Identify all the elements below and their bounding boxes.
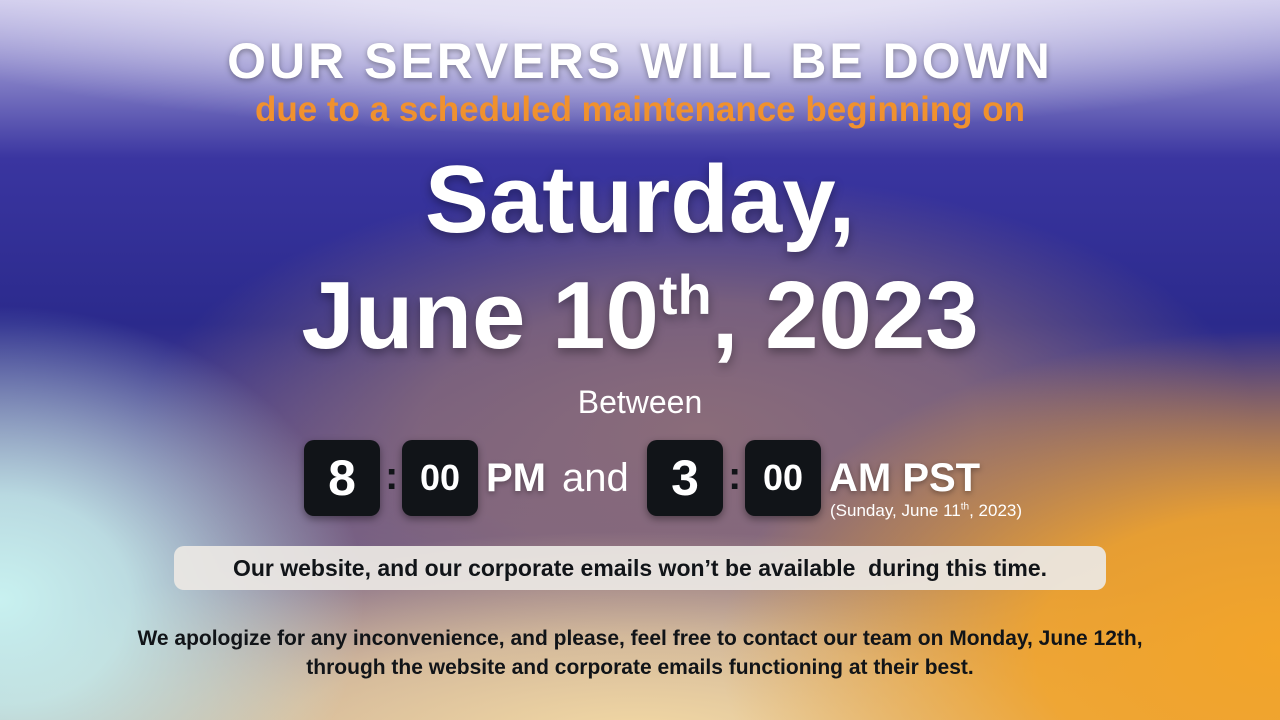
end-ampm-timezone: AM PST — [829, 456, 981, 500]
start-minute-box: 00 — [402, 440, 478, 516]
end-colon: : — [728, 454, 742, 498]
date-ordinal-suffix: th — [658, 263, 712, 326]
availability-notice: Our website, and our corporate emails wo… — [174, 546, 1106, 590]
end-minute-box: 00 — [745, 440, 821, 516]
end-date-note: (Sunday, June 11th, 2023) — [830, 502, 1022, 519]
date-month-day: June 10 — [301, 262, 659, 369]
apology-line-2: through the website and corporate emails… — [306, 656, 974, 679]
start-colon: : — [385, 454, 399, 498]
end-date-note-suffix: th — [960, 501, 970, 513]
end-date-note-text: (Sunday, June 11 — [830, 501, 961, 520]
date-weekday: Saturday, — [424, 146, 856, 253]
date-year: , 2023 — [711, 262, 979, 369]
subheadline: due to a scheduled maintenance beginning… — [254, 90, 1026, 129]
end-date-note-year: , 2023) — [969, 501, 1023, 520]
between-label: Between — [577, 384, 703, 420]
start-ampm: PM — [486, 456, 546, 500]
start-hour-box: 8 — [304, 440, 380, 516]
apology-message: We apologize for any inconvenience, and … — [0, 624, 1280, 682]
time-range: 8 : 00 PM and 3 : 00 AM PST (Sunday, Jun… — [0, 440, 1280, 519]
headline: OUR SERVERS WILL BE DOWN — [227, 33, 1053, 89]
end-hour-box: 3 — [647, 440, 723, 516]
date-full: June 10th, 2023 — [0, 267, 1280, 364]
apology-line-1: We apologize for any inconvenience, and … — [137, 627, 1143, 650]
and-label: and — [562, 456, 629, 500]
